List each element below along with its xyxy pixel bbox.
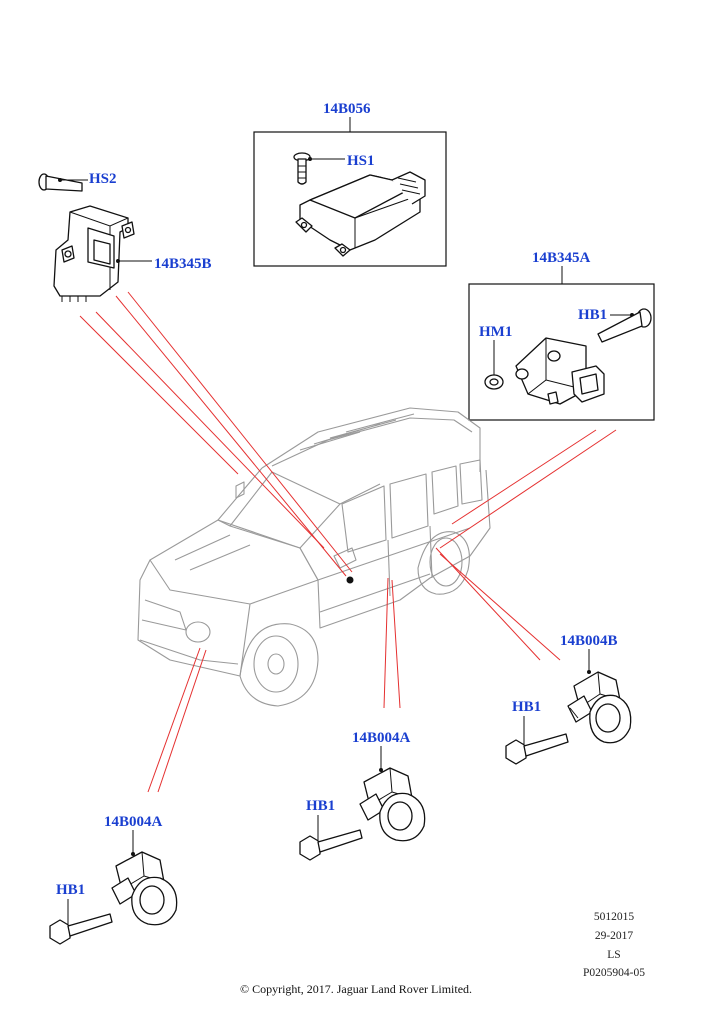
ecu-frame (253, 131, 447, 267)
callout-hb1-sensor-a[interactable]: HB1 (578, 307, 607, 323)
copyright-text: © Copyright, 2017. Jaguar Land Rover Lim… (240, 982, 472, 996)
ecu-module-icon (295, 171, 426, 257)
impact-right-bolt-icon (505, 733, 569, 765)
callout-14b345b[interactable]: 14B345B (154, 256, 212, 272)
impact-left-bolt-icon (49, 913, 113, 945)
meta-line-4: P0205904-05 (583, 967, 645, 979)
impact-mid-sensor-icon (359, 767, 426, 842)
callout-14b056[interactable]: 14B056 (323, 101, 371, 117)
impact-right-sensor-icon (567, 671, 632, 744)
callout-hb1-impact-mid[interactable]: HB1 (306, 798, 335, 814)
red-leaders (79, 291, 617, 793)
callout-14b004b[interactable]: 14B004B (560, 633, 618, 649)
impact-right-group: 14B004B HB1 (505, 633, 632, 765)
sensor-a-icon (515, 337, 605, 405)
meta-line-1: 5012015 (594, 911, 635, 923)
drawing-meta: 5012015 29-2017 LS P0205904-05 (583, 911, 645, 979)
sensor-a-frame (468, 283, 655, 421)
impact-mid-group: 14B004A HB1 (299, 730, 426, 861)
callout-14b004a-mid[interactable]: 14B004A (352, 730, 411, 746)
ecu-screw-icon (293, 152, 311, 185)
impact-mid-bolt-icon (299, 829, 363, 861)
sensor-a-group: 14B345A HB1 HM1 (468, 250, 655, 421)
sensor-a-bolt-icon (597, 308, 652, 343)
callout-hb1-impact-right[interactable]: HB1 (512, 699, 541, 715)
hs2-bolt-icon (38, 173, 83, 192)
ecu-group: 14B056 HS1 (253, 101, 447, 267)
vehicle-outline (137, 407, 491, 707)
sensor-b-group: HS2 14B345B (38, 171, 212, 302)
callout-hm1[interactable]: HM1 (479, 324, 512, 340)
callout-hb1-impact-left[interactable]: HB1 (56, 882, 85, 898)
callout-14b004a-left[interactable]: 14B004A (104, 814, 163, 830)
impact-left-group: 14B004A HB1 (49, 814, 178, 945)
impact-left-sensor-icon (111, 851, 178, 926)
meta-line-2: 29-2017 (595, 930, 634, 942)
callout-hs2[interactable]: HS2 (89, 171, 117, 187)
callout-hs1[interactable]: HS1 (347, 153, 375, 169)
meta-line-3: LS (607, 949, 620, 961)
door-sensor-marker (346, 576, 354, 584)
hm1-nut-icon (484, 374, 504, 390)
callout-14b345a[interactable]: 14B345A (532, 250, 591, 266)
sensor-b-icon (53, 205, 135, 302)
